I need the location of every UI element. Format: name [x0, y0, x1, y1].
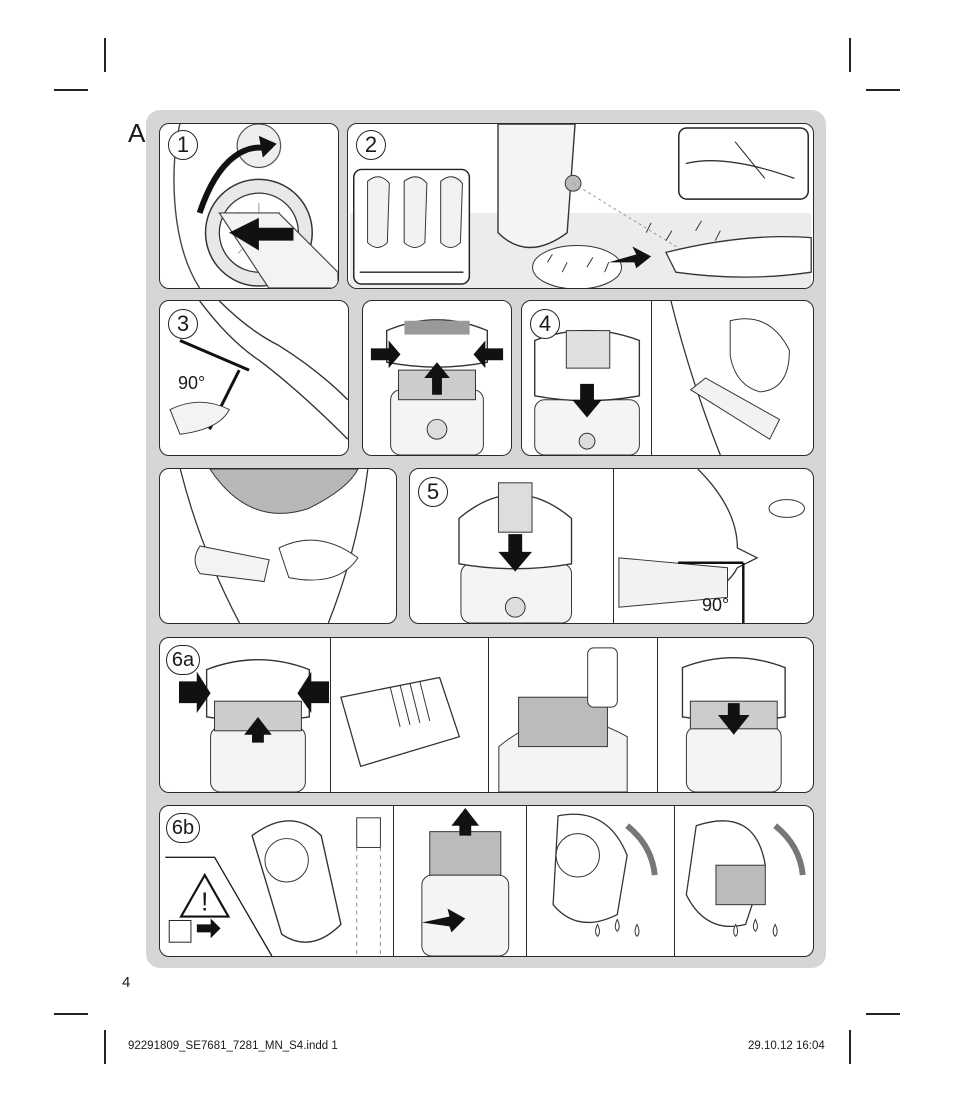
facial-cap-illustration — [458, 469, 805, 623]
footer-timestamp: 29.10.12 16:04 — [748, 1040, 825, 1052]
water-rinse-illustration: ! — [165, 807, 806, 956]
cap-attach-and-underarm-illustration — [534, 301, 790, 455]
dial-illustration — [173, 124, 338, 288]
cleaning-brush-illustration — [178, 647, 786, 792]
panel-step-5: 5 90° — [409, 468, 814, 624]
panel-divider — [674, 806, 675, 956]
step-number: 4 — [530, 309, 560, 339]
step-number: 3 — [168, 309, 198, 339]
panel-step-1: 1 — [159, 123, 339, 289]
panel-divider — [651, 301, 652, 455]
step-number: 6a — [166, 645, 200, 675]
panel-divider — [393, 806, 394, 956]
panel-step-6b: ! 6b — [159, 805, 814, 957]
panel-step-6a: 6a — [159, 637, 814, 793]
panel-divider — [613, 469, 614, 623]
leg-epilation-illustration — [169, 301, 348, 440]
crop-mark — [54, 1013, 88, 1015]
epilation-illustration — [349, 124, 812, 288]
panel-bikini — [159, 468, 397, 624]
panel-step-4: 4 — [521, 300, 814, 456]
crop-mark — [104, 1030, 106, 1064]
angle-label: 90° — [178, 373, 206, 393]
panel-divider — [488, 638, 489, 792]
section-letter: A — [128, 118, 146, 148]
panel-step-3: 3 90° — [159, 300, 349, 456]
step-number: 6b — [166, 813, 200, 843]
crop-mark — [849, 38, 851, 72]
panel-step-2: 2 — [347, 123, 814, 289]
panel-divider — [526, 806, 527, 956]
cap-removal-illustration — [370, 319, 504, 455]
panel-cap-removal — [362, 300, 512, 456]
crop-mark — [54, 89, 88, 91]
crop-mark — [849, 1030, 851, 1064]
bikini-area-illustration — [179, 469, 369, 623]
crop-mark — [104, 38, 106, 72]
step-number: 5 — [418, 477, 448, 507]
panel-divider — [330, 638, 331, 792]
panel-divider — [657, 638, 658, 792]
page-number: 4 — [122, 974, 131, 991]
crop-mark — [866, 89, 900, 91]
step-number: 2 — [356, 130, 386, 160]
footer-filename: 92291809_SE7681_7281_MN_S4.indd 1 — [128, 1040, 338, 1052]
angle-label: 90° — [702, 595, 730, 615]
step-number: 1 — [168, 130, 198, 160]
svg-text:!: ! — [201, 889, 208, 917]
crop-mark — [866, 1013, 900, 1015]
